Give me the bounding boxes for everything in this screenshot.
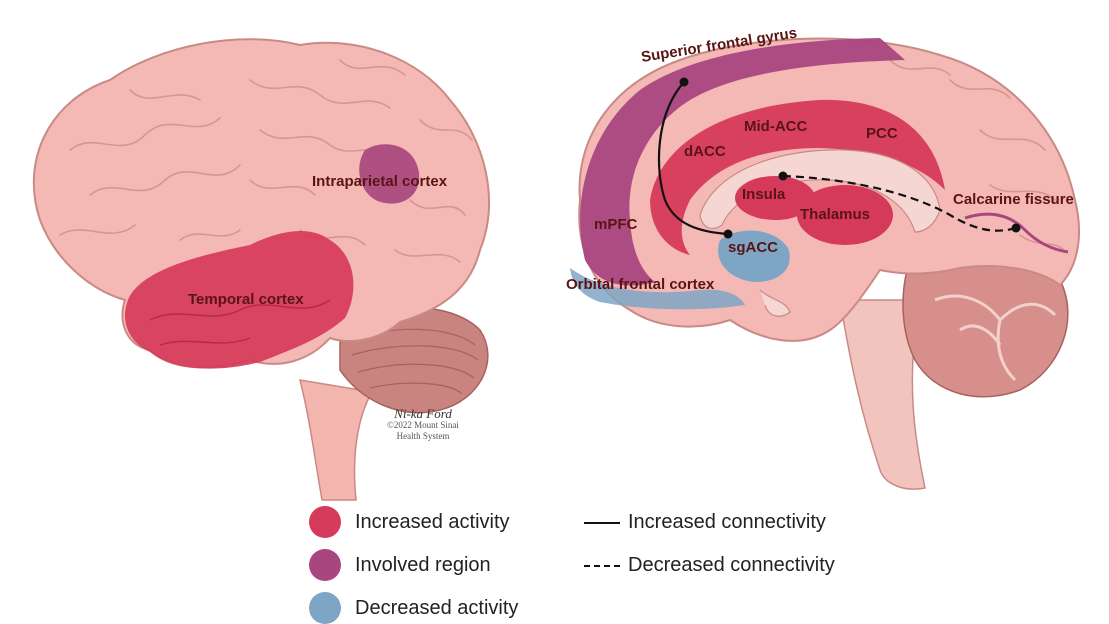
legend-involved-region: Involved region	[309, 549, 491, 581]
sfg-node	[680, 78, 689, 87]
temporal-cortex-label: Temporal cortex	[188, 291, 304, 308]
thalamus-label: Thalamus	[800, 206, 870, 223]
solid-line-swatch	[584, 522, 620, 524]
lateral-brainstem	[300, 380, 372, 500]
insula-label: Insula	[742, 186, 786, 203]
mid-acc-label: Mid-ACC	[744, 118, 807, 135]
copyright-credit: Ni-ka Ford ©2022 Mount Sinai Health Syst…	[368, 408, 478, 442]
decreased-activity-swatch	[309, 592, 341, 624]
involved-region-swatch	[309, 549, 341, 581]
dashed-line-swatch	[584, 565, 620, 567]
credit-line-2: Health System	[368, 431, 478, 442]
medial-brain: Superior frontal gyrus Mid-ACC PCC dACC …	[566, 25, 1079, 490]
calcarine-node	[1012, 224, 1021, 233]
orbital-frontal-label: Orbital frontal cortex	[566, 276, 715, 293]
sgacc-node	[724, 230, 733, 239]
decreased-activity-text: Decreased activity	[355, 597, 518, 620]
legend-decreased-activity: Decreased activity	[309, 592, 518, 624]
calcarine-fissure-label: Calcarine fissure	[953, 191, 1074, 208]
decreased-connectivity-text: Decreased connectivity	[628, 554, 835, 577]
legend-increased-connectivity: Increased connectivity	[584, 511, 826, 534]
artist-signature: Ni-ka Ford	[368, 408, 478, 419]
legend-increased-activity: Increased activity	[309, 506, 510, 538]
increased-activity-swatch	[309, 506, 341, 538]
dacc-label: dACC	[684, 143, 726, 160]
involved-region-text: Involved region	[355, 554, 491, 577]
legend-decreased-connectivity: Decreased connectivity	[584, 554, 835, 577]
mpfc-label: mPFC	[594, 216, 638, 233]
credit-line-1: ©2022 Mount Sinai	[368, 420, 478, 431]
increased-activity-text: Increased activity	[355, 511, 510, 534]
intraparietal-cortex-label: Intraparietal cortex	[312, 173, 448, 190]
sgacc-label: sgACC	[728, 239, 778, 256]
increased-connectivity-text: Increased connectivity	[628, 511, 826, 534]
pcc-label: PCC	[866, 125, 898, 142]
insula-node	[779, 172, 788, 181]
